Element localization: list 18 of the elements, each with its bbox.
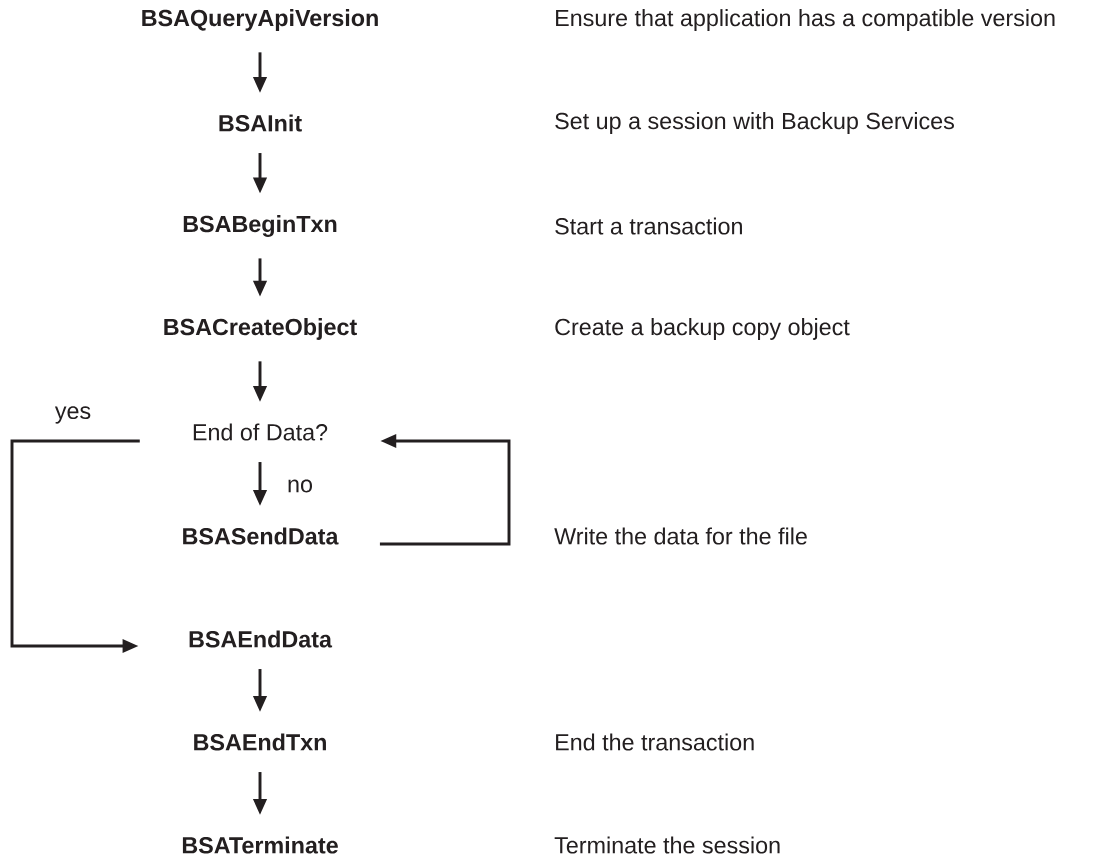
description-text: Set up a session with Backup Services (555, 112, 954, 134)
edge-label: yes (54, 406, 91, 424)
function-name: BSAInit (219, 114, 302, 132)
function-name: BSATerminate (182, 836, 338, 854)
decision-text: End of Data? (193, 423, 328, 441)
function-name: BSASendData (183, 527, 339, 545)
description-text: Ensure that application has a compatible version (556, 9, 1055, 31)
description-text: End the transaction (556, 733, 754, 751)
description-text: Write the data for the file (554, 527, 807, 545)
function-name: BSAQueryApiVersion (142, 9, 378, 31)
description-text: Start a transaction (555, 217, 742, 235)
description-text: Terminate the session (554, 836, 780, 854)
function-name: BSAEndTxn (194, 733, 326, 751)
function-name: BSACreateObject (164, 318, 357, 340)
edge-label: no (288, 479, 312, 493)
description-text: Create a backup copy object (555, 318, 850, 340)
function-name: BSABeginTxn (183, 215, 337, 237)
function-name: BSAEndData (189, 630, 333, 648)
